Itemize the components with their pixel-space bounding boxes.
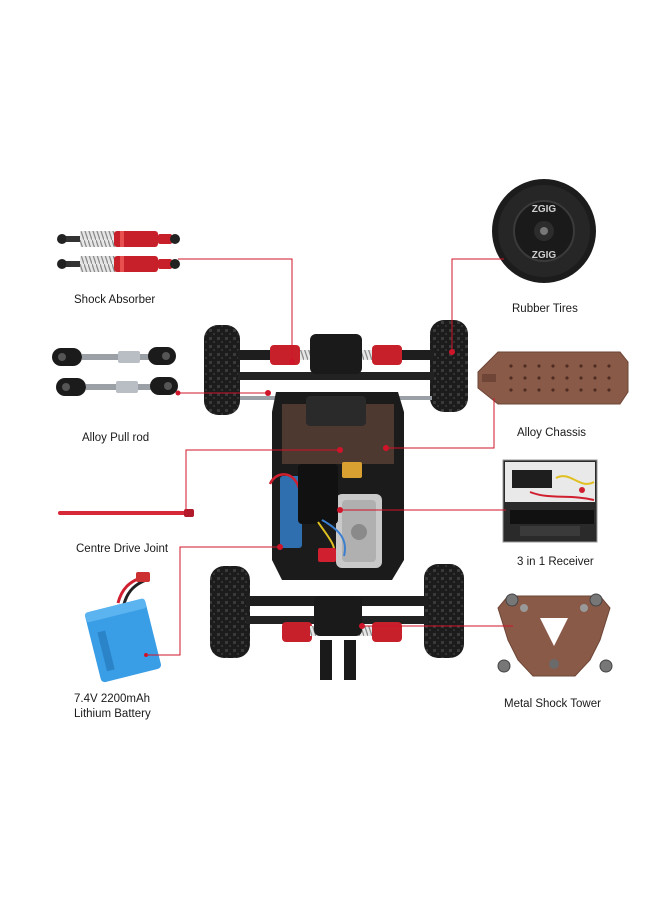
- label-line: Centre Drive Joint: [76, 543, 169, 555]
- metal-shock-tower-image: [497, 593, 613, 677]
- rubber-tire-image: ZGIG ZGIG: [492, 179, 596, 283]
- tire-brand-text-top: ZGIG: [532, 204, 557, 215]
- label-line: Alloy Pull rod: [82, 432, 150, 444]
- label-line: Rubber Tires: [512, 303, 578, 315]
- receiver-image: [502, 459, 598, 543]
- front-left-wheel: [204, 325, 240, 415]
- leader-drive: [185, 449, 340, 514]
- leader-lines: [146, 258, 513, 656]
- shock-absorber-image: [57, 231, 180, 272]
- leader-battery: [146, 546, 280, 656]
- label-battery: 7.4V 2200mAh Lithium Battery: [74, 692, 151, 722]
- label-rubber-tires: Rubber Tires: [512, 302, 578, 317]
- label-shock-absorber: Shock Absorber: [74, 293, 155, 308]
- label-line: Lithium Battery: [74, 708, 151, 720]
- leader-tires: [451, 258, 504, 352]
- shock-absorber-bottom: [57, 256, 180, 272]
- label-line: 3 in 1 Receiver: [517, 556, 594, 568]
- label-line: Shock Absorber: [74, 294, 156, 306]
- leader-shock: [178, 258, 293, 362]
- leader-dots: [144, 349, 455, 657]
- battery-image: [84, 572, 161, 683]
- label-metal-shock-tower: Metal Shock Tower: [504, 697, 601, 712]
- label-line: Alloy Chassis: [517, 427, 587, 439]
- label-centre-drive-joint: Centre Drive Joint: [76, 542, 168, 557]
- label-receiver: 3 in 1 Receiver: [517, 555, 594, 570]
- label-line: Metal Shock Tower: [504, 698, 601, 710]
- rear-left-wheel: [210, 566, 250, 658]
- centre-drive-joint-image: [58, 509, 194, 517]
- alloy-chassis-image: [477, 351, 629, 405]
- rear-right-wheel: [424, 564, 464, 658]
- shock-absorber-top: [57, 231, 180, 247]
- alloy-pull-rod-image: [52, 347, 178, 396]
- front-right-wheel: [430, 320, 468, 412]
- label-alloy-chassis: Alloy Chassis: [517, 426, 586, 441]
- leader-chassis: [386, 398, 495, 449]
- label-line: 7.4V 2200mAh: [74, 693, 151, 705]
- tire-brand-text-bottom: ZGIG: [532, 250, 557, 261]
- label-alloy-pull-rod: Alloy Pull rod: [82, 431, 149, 446]
